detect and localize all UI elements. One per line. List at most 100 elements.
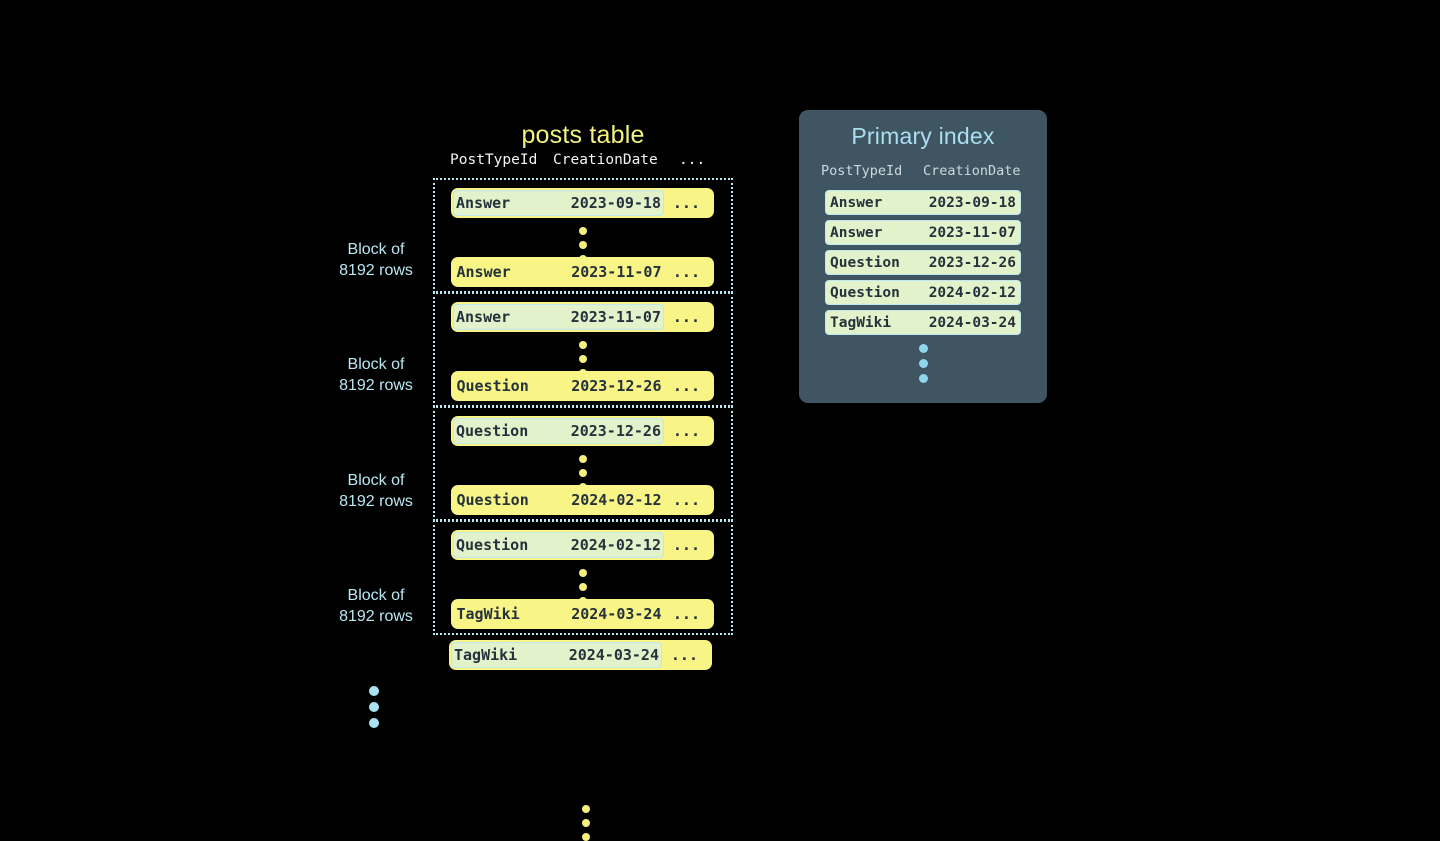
dot	[579, 241, 587, 249]
index-row: Question 2023-12-26	[825, 250, 1021, 275]
primary-index-title: Primary index	[851, 123, 995, 149]
cell-ellipsis: ...	[672, 491, 700, 509]
row-cells: Question 2023-12-26	[455, 373, 664, 399]
dot	[579, 469, 587, 477]
table-block: Answer 2023-11-07 ... Question 2023-12-2…	[433, 292, 733, 407]
cell-ellipsis: ...	[670, 646, 698, 664]
cell-creationdate: 2023-09-18	[928, 194, 1016, 211]
block-label-line1: Block of	[347, 241, 405, 258]
cell-posttypeid: TagWiki	[454, 646, 518, 664]
table-block: Question 2024-02-12 ... TagWiki 2024-03-…	[433, 520, 733, 635]
posts-table: posts table PostTypeId CreationDate ... …	[433, 118, 733, 841]
dot	[579, 227, 587, 235]
trailing-table-row-wrapper: TagWiki 2024-03-24 ...	[433, 640, 733, 672]
cell-posttypeid: TagWiki	[456, 605, 520, 623]
row-cells: Answer 2023-11-07	[455, 259, 664, 285]
cell-posttypeid: Answer	[456, 194, 511, 212]
column-header-posttypeid: PostTypeId	[821, 163, 903, 179]
row-highlight-box: TagWiki 2024-03-24	[451, 642, 662, 668]
index-row: Answer 2023-11-07	[825, 220, 1021, 245]
row-highlight-box: Answer 2023-11-07	[453, 304, 664, 330]
blocks-continuation-dots	[369, 686, 379, 728]
cell-creationdate: 2023-11-07	[928, 224, 1016, 241]
dot	[579, 455, 587, 463]
posts-table-continuation-dots	[582, 805, 590, 841]
dot	[369, 718, 379, 728]
primary-index-rows: Answer 2023-09-18 Answer 2023-11-07 Ques…	[799, 190, 1047, 335]
cell-creationdate: 2024-02-12	[571, 491, 662, 509]
cell-posttypeid: TagWiki	[830, 314, 892, 331]
cell-ellipsis: ...	[672, 422, 700, 440]
block-label-line1: Block of	[347, 356, 405, 373]
column-header-posttypeid: PostTypeId	[450, 152, 538, 168]
row-highlight-box: Question 2023-12-26	[453, 418, 664, 444]
block-label: Block of 8192 rows	[296, 470, 456, 512]
dot	[582, 833, 590, 841]
cell-creationdate: 2023-11-07	[570, 308, 661, 326]
table-row: TagWiki 2024-03-24 ...	[451, 599, 714, 629]
dot	[369, 702, 379, 712]
row-cells: TagWiki 2024-03-24	[455, 601, 664, 627]
cell-ellipsis: ...	[672, 377, 700, 395]
index-row: Answer 2023-09-18	[825, 190, 1021, 215]
posts-table-title: posts table	[521, 121, 645, 149]
dot	[579, 355, 587, 363]
posts-table-column-headers: PostTypeId CreationDate ...	[433, 152, 733, 178]
column-header-ellipsis: ...	[679, 152, 706, 168]
block-label: Block of 8192 rows	[296, 354, 456, 396]
dot	[579, 569, 587, 577]
block-label: Block of 8192 rows	[296, 239, 456, 281]
cell-posttypeid: Question	[456, 422, 529, 440]
cell-posttypeid: Answer	[456, 263, 511, 281]
block-label-line2: 8192 rows	[339, 262, 413, 279]
cell-creationdate: 2024-02-12	[570, 536, 661, 554]
cell-ellipsis: ...	[672, 308, 700, 326]
block-label: Block of 8192 rows	[296, 585, 456, 627]
block-label-line1: Block of	[347, 587, 405, 604]
dot	[918, 344, 928, 353]
cell-creationdate: 2023-12-26	[571, 377, 662, 395]
cell-ellipsis: ...	[672, 605, 700, 623]
block-label-line2: 8192 rows	[339, 377, 413, 394]
table-row: TagWiki 2024-03-24 ...	[449, 640, 712, 670]
index-row: Question 2024-02-12	[825, 280, 1021, 305]
table-row: Answer 2023-09-18 ...	[451, 188, 714, 218]
dot	[582, 805, 590, 813]
cell-creationdate: 2024-02-12	[928, 284, 1016, 301]
cell-posttypeid: Answer	[456, 308, 511, 326]
cell-ellipsis: ...	[672, 194, 700, 212]
cell-posttypeid: Question	[830, 254, 900, 271]
column-header-creationdate: CreationDate	[553, 152, 658, 168]
cell-creationdate: 2023-12-26	[570, 422, 661, 440]
dot	[918, 359, 928, 368]
dot	[579, 583, 587, 591]
primary-index-panel: Primary index PostTypeId CreationDate An…	[799, 110, 1047, 403]
cell-posttypeid: Question	[830, 284, 900, 301]
cell-posttypeid: Answer	[830, 194, 883, 211]
row-highlight-box: Question 2024-02-12	[453, 532, 664, 558]
primary-index-continuation-dots	[799, 344, 1047, 383]
column-header-creationdate: CreationDate	[923, 163, 1021, 179]
table-row: Question 2023-12-26 ...	[451, 416, 714, 446]
table-row: Answer 2023-11-07 ...	[451, 302, 714, 332]
cell-ellipsis: ...	[672, 263, 700, 281]
table-block: Question 2023-12-26 ... Question 2024-02…	[433, 406, 733, 521]
dot	[579, 341, 587, 349]
row-cells: Question 2024-02-12	[455, 487, 664, 513]
dot	[582, 819, 590, 827]
cell-creationdate: 2024-03-24	[568, 646, 659, 664]
table-row: Question 2023-12-26 ...	[451, 371, 714, 401]
diagram-canvas: posts table PostTypeId CreationDate ... …	[296, 110, 1047, 841]
dot	[369, 686, 379, 696]
row-highlight-box: Answer 2023-09-18	[453, 190, 664, 216]
cell-creationdate: 2023-09-18	[570, 194, 661, 212]
cell-ellipsis: ...	[672, 536, 700, 554]
cell-posttypeid: Question	[456, 491, 529, 509]
index-row: TagWiki 2024-03-24	[825, 310, 1021, 335]
cell-creationdate: 2023-12-26	[928, 254, 1016, 271]
cell-creationdate: 2024-03-24	[571, 605, 662, 623]
cell-creationdate: 2024-03-24	[928, 314, 1016, 331]
table-row: Question 2024-02-12 ...	[451, 485, 714, 515]
cell-posttypeid: Answer	[830, 224, 883, 241]
block-label-line2: 8192 rows	[339, 608, 413, 625]
